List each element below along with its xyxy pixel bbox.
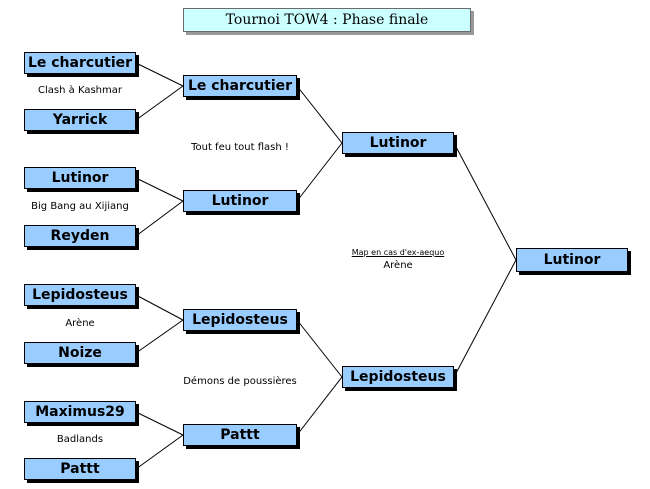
r2-winner3: Lepidosteus [183, 309, 297, 331]
r2-map1: Tout feu tout flash ! [191, 142, 289, 153]
r1-match2-map: Big Bang au Xijiang [31, 201, 129, 212]
r1-match4-bottom: Pattt [24, 458, 136, 480]
connector-r1-2 [135, 177, 184, 237]
connector-r1-4 [135, 411, 184, 470]
r1-match1-bottom: Yarrick [24, 109, 136, 131]
r1-match2-top: Lutinor [24, 167, 136, 189]
final-winner: Lutinor [516, 248, 628, 272]
r1-match3-top: Lepidosteus [24, 284, 136, 306]
r1-match1-top: Le charcutier [24, 52, 136, 74]
connector-r1-1 [135, 62, 184, 121]
r2-map2: Démons de poussières [183, 376, 297, 387]
r1-match1-map: Clash à Kashmar [38, 85, 122, 96]
r1-match4-map: Badlands [56, 434, 104, 445]
r3-winner1: Lutinor [342, 132, 454, 154]
connector-r3 [453, 142, 517, 378]
r1-match4-top: Maximus29 [24, 401, 136, 423]
r3-winner2: Lepidosteus [342, 366, 454, 388]
r1-match3-map: Arène [65, 318, 95, 329]
tiebreak-map: Arène [383, 260, 413, 271]
connector-r2-1 [296, 85, 343, 202]
connector-r1-3 [135, 294, 184, 354]
r1-match3-bottom: Noize [24, 342, 136, 364]
r2-winner1: Le charcutier [183, 75, 297, 97]
r2-winner2: Lutinor [183, 190, 297, 212]
tiebreak-label: Map en cas d'ex-aequo [351, 248, 445, 257]
page-title: Tournoi TOW4 : Phase finale [183, 8, 471, 32]
r2-winner4: Pattt [183, 424, 297, 446]
connector-r2-2 [296, 319, 343, 436]
r1-match2-bottom: Reyden [24, 225, 136, 247]
